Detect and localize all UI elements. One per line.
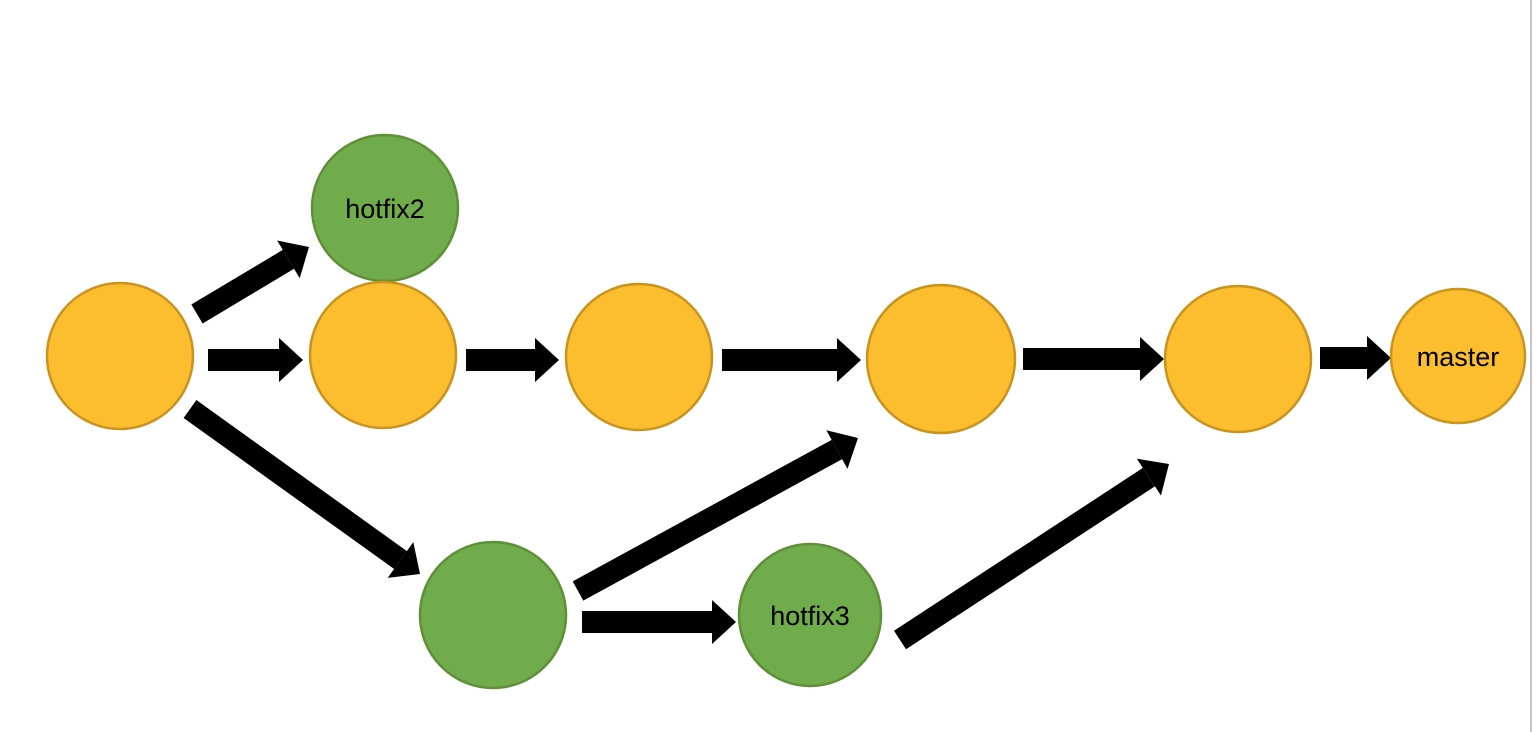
arrow-hotfix3-to-c5 <box>893 458 1169 650</box>
arrow-c4-to-c5 <box>1023 337 1164 381</box>
window-edge-divider <box>1530 0 1532 732</box>
arrow-c2-to-c3 <box>466 338 559 382</box>
branch-node-g1 <box>418 540 568 690</box>
branch-node-hotfix2: hotfix2 <box>310 133 460 283</box>
commit-node-c2 <box>308 280 458 430</box>
arrow-c3-to-c4 <box>722 338 861 382</box>
commit-node-c3 <box>564 282 714 432</box>
branch-node-hotfix3: hotfix3 <box>737 542 883 688</box>
arrow-g1-to-c4 <box>572 430 858 601</box>
commit-node-c5 <box>1163 284 1313 434</box>
arrow-c1-to-c2 <box>208 338 303 382</box>
arrow-c1-to-g1 <box>183 400 420 578</box>
commit-node-master: master <box>1389 287 1527 425</box>
commit-node-c4 <box>865 283 1017 435</box>
arrow-c5-to-master <box>1320 336 1391 380</box>
commit-node-c1 <box>45 281 195 431</box>
node-label-master: master <box>1417 342 1500 372</box>
arrow-c1-to-hotfix2 <box>191 240 309 324</box>
node-label-hotfix3: hotfix3 <box>770 601 850 631</box>
node-label-hotfix2: hotfix2 <box>345 194 425 224</box>
arrow-g1-to-hotfix3 <box>582 600 736 644</box>
